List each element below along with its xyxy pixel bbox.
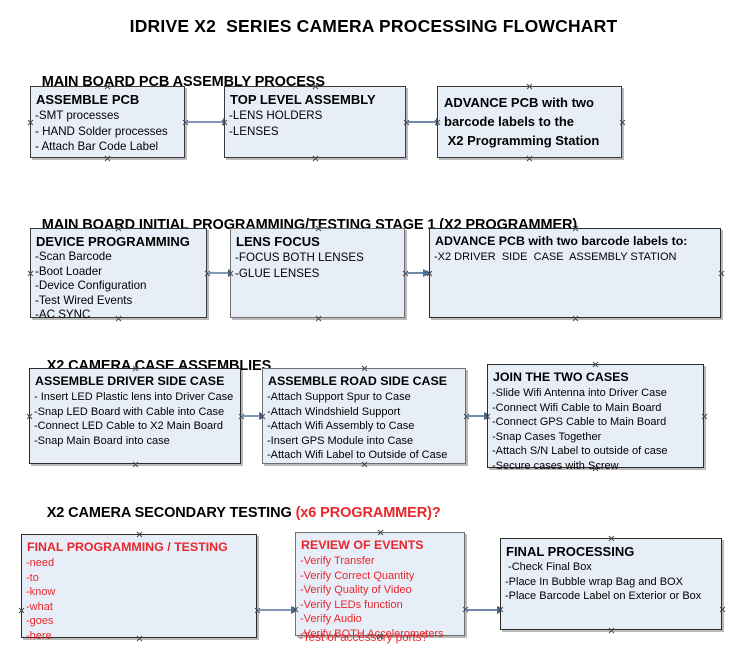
node-title: REVIEW OF EVENTS xyxy=(301,538,424,552)
arrow-driver-side-to-road-side xyxy=(242,411,267,420)
node-line: - Insert LED Plastic lens into Driver Ca… xyxy=(34,391,234,403)
arrow-assemble-pcb-to-top-level-assembly xyxy=(186,117,231,126)
node-line: -SMT processes xyxy=(35,109,120,122)
node-line: -goes xyxy=(26,615,54,628)
node-title-line: barcode labels to the xyxy=(444,114,575,129)
arrow-final-programming-to-review-of-events xyxy=(258,605,299,614)
node-device-programming[interactable]: DEVICE PROGRAMMING -Scan Barcode -Boot L… xyxy=(30,228,207,321)
arrow-device-programming-to-lens-focus xyxy=(208,268,236,277)
node-line: -Verify BOTH Accelerometers xyxy=(300,627,444,640)
node-overflow-line-review-of-events: -Test of accessory ports? xyxy=(299,631,428,644)
node-title: TOP LEVEL ASSEMBLY xyxy=(230,92,376,107)
node-line: -need xyxy=(26,557,55,569)
node-line: -Verify Quality of Video xyxy=(300,584,412,597)
node-line: -Verify Audio xyxy=(300,613,362,626)
node-line: -Connect GPS Cable to Main Board xyxy=(492,416,667,429)
node-lens-focus[interactable]: LENS FOCUS -FOCUS BOTH LENSES -GLUE LENS… xyxy=(230,228,405,318)
node-title: ASSEMBLE DRIVER SIDE CASE xyxy=(35,374,225,388)
arrow-review-of-events-to-final-processing xyxy=(466,605,505,614)
node-assemble-road-side-case[interactable]: ASSEMBLE ROAD SIDE CASE -Attach Support … xyxy=(262,368,466,464)
node-line: -Boot Loader xyxy=(35,264,103,278)
node-line: -Place Barcode Label on Exterior or Box xyxy=(505,590,702,603)
node-line: - HAND Solder processes xyxy=(35,124,168,138)
node-line: -Connect LED Cable to X2 Main Board xyxy=(34,420,223,433)
node-line: -X2 DRIVER SIDE CASE ASSEMBLY STATION xyxy=(434,251,677,263)
section-header-x2-camera-secondary-testing: X2 CAMERA SECONDARY TESTING (x6 PROGRAMM… xyxy=(31,489,441,537)
node-line: -here xyxy=(26,629,52,642)
node-title: ASSEMBLE PCB xyxy=(36,92,140,107)
node-line: -Scan Barcode xyxy=(35,250,112,263)
node-line: -GLUE LENSES xyxy=(235,266,320,280)
node-line: -AC SYNC xyxy=(35,308,91,322)
node-title: JOIN THE TWO CASES xyxy=(493,370,629,384)
node-join-the-two-cases[interactable]: JOIN THE TWO CASES -Slide Wifi Antenna i… xyxy=(487,364,704,472)
node-title: ADVANCE PCB with two xyxy=(444,95,594,110)
arrow-top-level-assembly-to-advance-pcb xyxy=(407,117,444,126)
page-title: IDRIVE X2 SERIES CAMERA PROCESSING FLOWC… xyxy=(129,16,618,36)
node-line: -Attach S/N Label to outside of case xyxy=(492,445,668,458)
node-line: -Check Final Box xyxy=(505,561,592,573)
node-line: -FOCUS BOTH LENSES xyxy=(235,251,364,264)
arrow-road-side-to-join-cases xyxy=(467,411,492,420)
node-line: -Slide Wifi Antenna into Driver Case xyxy=(492,387,667,399)
arrow-lens-focus-to-advance-pcb xyxy=(406,268,431,277)
node-title: FINAL PROGRAMMING / TESTING xyxy=(27,540,228,554)
node-title: ASSEMBLE ROAD SIDE CASE xyxy=(268,374,447,388)
node-line: -Verify Correct Quantity xyxy=(300,569,415,582)
node-line: -Device Configuration xyxy=(35,279,147,293)
node-line: -Place In Bubble wrap Bag and BOX xyxy=(505,575,683,588)
node-assemble-driver-side-case[interactable]: ASSEMBLE DRIVER SIDE CASE - Insert LED P… xyxy=(29,368,241,464)
node-line: -what xyxy=(26,600,53,613)
node-line: -know xyxy=(26,586,56,599)
node-line: -Test Wired Events xyxy=(35,293,133,307)
node-line: -Verify LEDs function xyxy=(300,598,403,611)
node-line: -Insert GPS Module into Case xyxy=(267,434,414,447)
node-top-level-assembly[interactable]: TOP LEVEL ASSEMBLY -LENS HOLDERS -LENSES xyxy=(224,86,406,158)
node-line: -Attach Support Spur to Case xyxy=(267,391,411,403)
node-advance-pcb-driver-side-case-station[interactable]: ADVANCE PCB with two barcode labels to: … xyxy=(429,228,721,318)
node-title: DEVICE PROGRAMMING xyxy=(36,234,190,249)
node-line: -LENSES xyxy=(229,124,279,138)
node-line: -Snap Cases Together xyxy=(492,430,602,443)
node-line: -to xyxy=(26,571,39,584)
node-line: -Attach Wifi Assembly to Case xyxy=(267,420,415,433)
node-line: - Attach Bar Code Label xyxy=(35,140,159,154)
node-line: -LENS HOLDERS xyxy=(229,109,323,122)
node-title: LENS FOCUS xyxy=(236,234,320,249)
node-line: -Connect Wifi Cable to Main Board xyxy=(492,401,662,414)
node-line: -Snap LED Board with Cable into Case xyxy=(34,405,225,418)
node-line: -Verify Transfer xyxy=(300,555,375,567)
node-final-programming-testing[interactable]: FINAL PROGRAMMING / TESTING -need -to -k… xyxy=(21,534,257,642)
node-review-of-events[interactable]: REVIEW OF EVENTS -Verify Transfer -Verif… xyxy=(295,532,465,640)
node-line: -Attach Wifi Label to Outside of Case xyxy=(267,449,448,462)
node-title: FINAL PROCESSING xyxy=(506,544,635,559)
arrow-head-icon xyxy=(423,268,431,277)
node-line: -Snap Main Board into case xyxy=(34,434,170,447)
node-title: ADVANCE PCB with two barcode labels to: xyxy=(435,234,688,248)
section-header-text: X2 CAMERA SECONDARY TESTING xyxy=(46,505,296,521)
node-line: -Attach Windshield Support xyxy=(267,405,401,418)
node-assemble-pcb[interactable]: ASSEMBLE PCB -SMT processes - HAND Solde… xyxy=(30,86,185,158)
node-advance-pcb-x2-programming-station[interactable]: ADVANCE PCB with two barcode labels to t… xyxy=(437,86,622,158)
section-header-accent: (x6 PROGRAMMER)? xyxy=(295,505,441,521)
node-final-processing[interactable]: FINAL PROCESSING -Check Final Box -Place… xyxy=(500,538,722,630)
node-line: -Secure cases with Screw xyxy=(492,459,619,472)
node-title-line: X2 Programming Station xyxy=(444,133,600,148)
